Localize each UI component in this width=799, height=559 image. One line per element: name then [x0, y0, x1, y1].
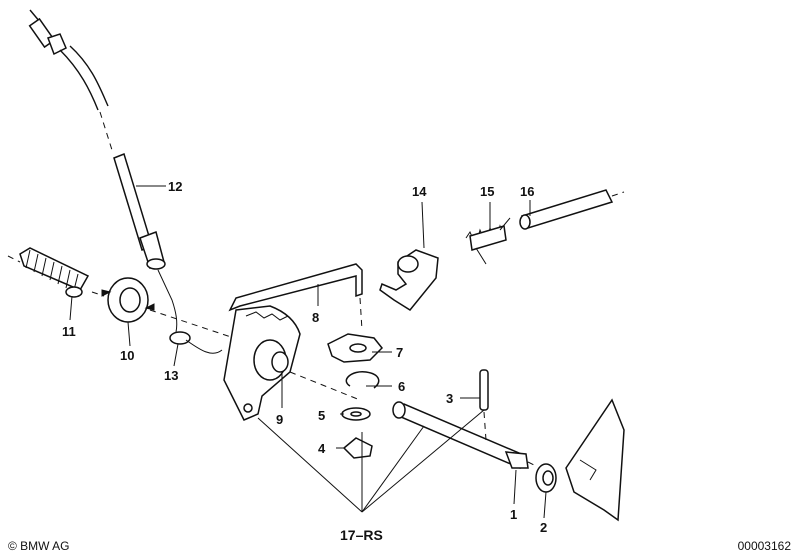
- shaft: [392, 401, 529, 469]
- lever-segment: [223, 305, 301, 421]
- callout-11: 11: [62, 324, 76, 339]
- cable-assembly: [28, 9, 113, 151]
- leader-lines: [69, 185, 547, 519]
- callout-6: 6: [398, 379, 405, 394]
- housing-panel: [565, 398, 625, 522]
- pawl: [379, 249, 439, 311]
- callout-1: 1: [510, 507, 517, 522]
- callout-13: 13: [164, 368, 178, 383]
- callout-14: 14: [412, 184, 427, 199]
- torsion-spring: [465, 217, 511, 265]
- linkage-rod: [228, 263, 363, 331]
- callout-5: 5: [318, 408, 325, 423]
- assembly-axis: [149, 309, 241, 341]
- bearing-ring: [91, 277, 155, 323]
- end-cap: [527, 461, 557, 493]
- roll-pin: [479, 369, 489, 441]
- document-number: 00003162: [737, 539, 791, 553]
- pin: [519, 189, 625, 230]
- cable-sleeve: [113, 153, 178, 333]
- washer: [341, 407, 371, 421]
- copyright-label: © BMW AG: [8, 539, 70, 553]
- callout-2: 2: [540, 520, 547, 535]
- spring-clip: [342, 437, 373, 459]
- callout-9: 9: [276, 412, 283, 427]
- callout-8: 8: [312, 310, 319, 325]
- callout-16: 16: [520, 184, 534, 199]
- callout-labels: 12 11 10 13 8 7 6 5 4 3 9 14 15 16 1 2 1…: [62, 179, 547, 543]
- callout-4: 4: [318, 441, 326, 456]
- spring-left: [7, 247, 90, 298]
- callout-7: 7: [396, 345, 403, 360]
- cam-plate: [327, 333, 384, 363]
- circlip: [345, 371, 380, 389]
- callout-10: 10: [120, 348, 134, 363]
- callout-17-rs: 17–RS: [340, 527, 383, 543]
- callout-3: 3: [446, 391, 453, 406]
- callout-15: 15: [480, 184, 494, 199]
- small-ring: [169, 331, 223, 354]
- callout-12: 12: [168, 179, 182, 194]
